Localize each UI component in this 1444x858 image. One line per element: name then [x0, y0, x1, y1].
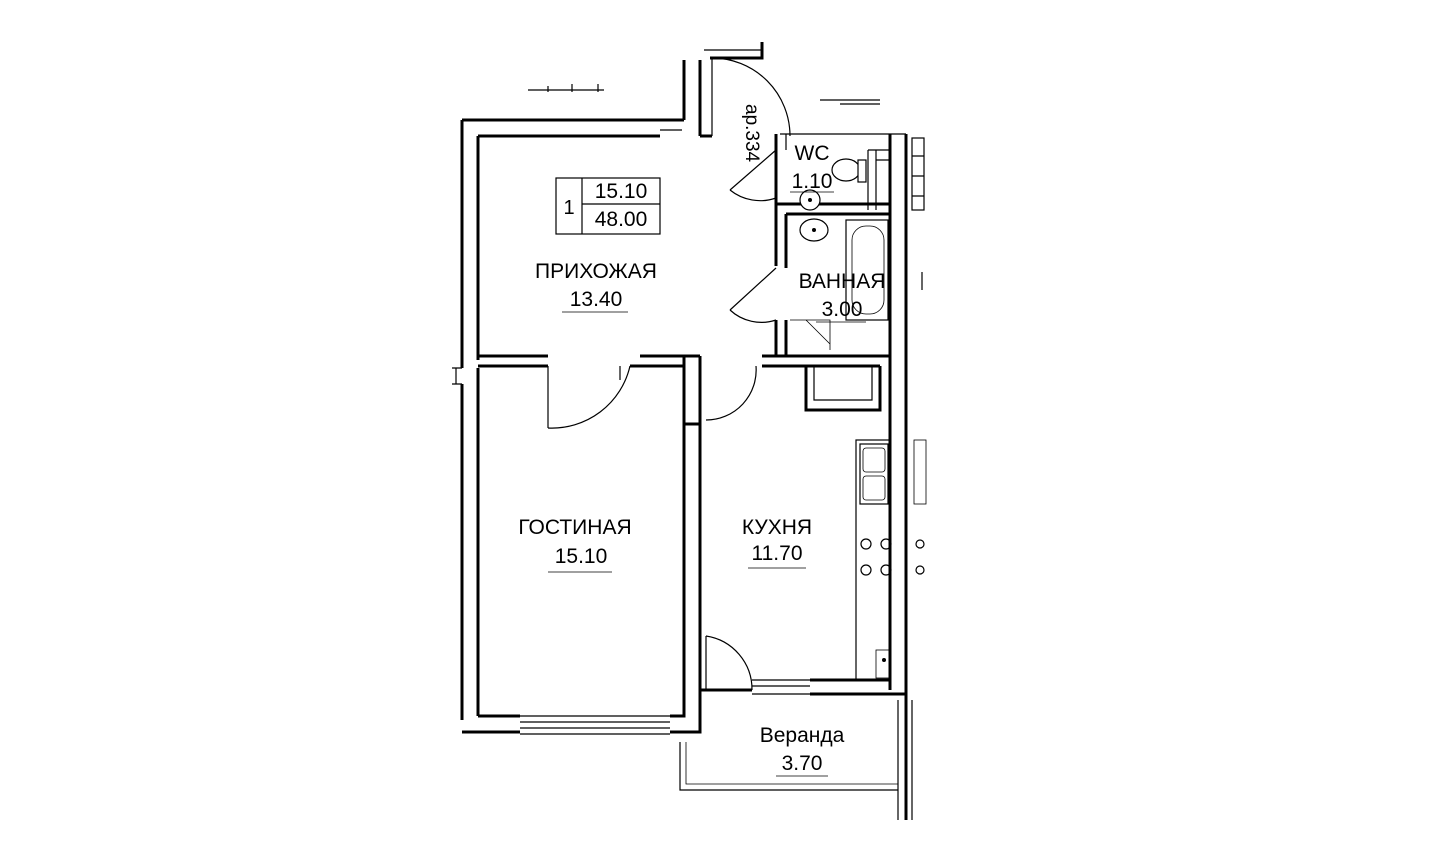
- bathtub-icon: [845, 219, 889, 321]
- stove-icon: [860, 538, 892, 576]
- room-kitchen: КУХНЯ 11.70: [742, 516, 812, 569]
- apartment-number: 1: [563, 197, 574, 219]
- fridge-icon: [875, 649, 891, 679]
- room-name: ГОСТИНАЯ: [518, 516, 631, 539]
- room-name: ПРИХОЖАЯ: [535, 260, 657, 283]
- toilet-icon: [831, 158, 861, 182]
- room-living: ГОСТИНАЯ 15.10: [518, 516, 632, 573]
- room-name: ВАННАЯ: [799, 270, 886, 293]
- room-hallway: ПРИХОЖАЯ 13.40: [535, 260, 657, 313]
- kitchen-sink-icon: [859, 443, 889, 505]
- doors: [547, 57, 831, 691]
- room-area: 3.70: [782, 752, 823, 775]
- kitchen-counter: [855, 439, 891, 681]
- room-veranda: Веранда 3.70: [760, 724, 845, 777]
- room-name: Веранда: [760, 724, 845, 747]
- apartment-living-area: 15.10: [595, 180, 648, 203]
- room-area: 1.10: [792, 170, 833, 193]
- entrance-label: ар.334: [741, 104, 762, 163]
- room-area: 3.00: [822, 298, 863, 321]
- interior-walls: [478, 149, 906, 696]
- room-area: 13.40: [570, 288, 623, 311]
- apartment-info-box: 1 15.10 48.00: [555, 177, 661, 235]
- room-wc: WC 1.10: [790, 142, 834, 193]
- fixtures: [799, 137, 927, 681]
- room-bathroom: ВАННАЯ 3.00: [799, 270, 923, 323]
- outer-walls: [452, 42, 908, 820]
- room-area: 15.10: [555, 545, 608, 568]
- veranda: [679, 700, 913, 820]
- room-name: WC: [795, 142, 830, 165]
- room-name: КУХНЯ: [742, 516, 812, 539]
- apartment-total-area: 48.00: [595, 208, 648, 231]
- room-area: 11.70: [752, 542, 803, 565]
